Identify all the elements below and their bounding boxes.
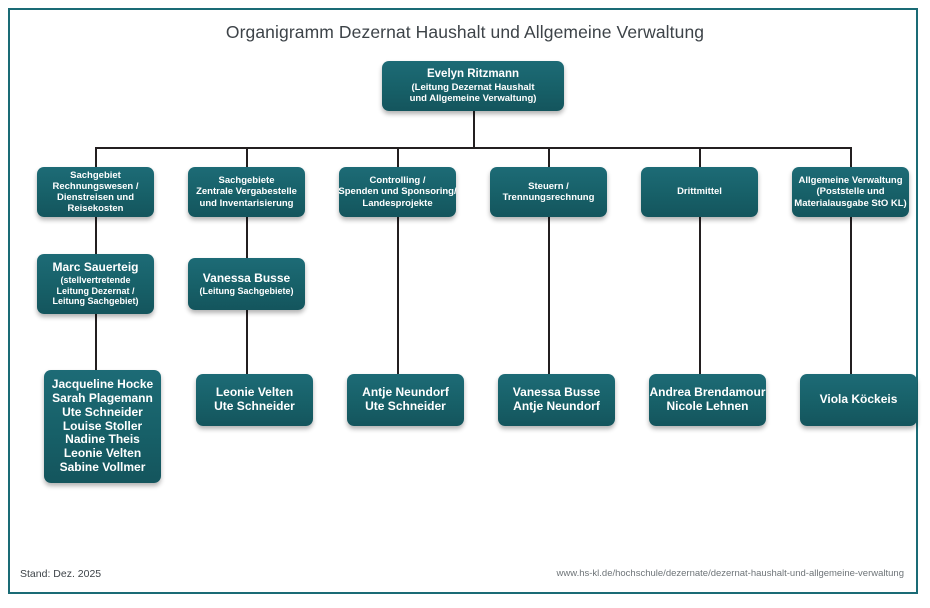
node-staff-4[interactable]: Vanessa Busse Antje Neundorf (498, 374, 615, 426)
department-4-line-1: Steuern / (528, 180, 569, 192)
node-staff-6[interactable]: Viola Köckeis (800, 374, 917, 426)
node-staff-3[interactable]: Antje Neundorf Ute Schneider (347, 374, 464, 426)
connector-col-1-lead-to-staff (95, 314, 97, 370)
node-department-4[interactable]: Steuern / Trennungsrechnung (490, 167, 607, 217)
staff-1-member-5: Nadine Theis (65, 432, 140, 447)
connector-col-2-lead-to-staff (246, 310, 248, 374)
department-1-line-2: Rechnungswesen / (52, 180, 139, 192)
footer-url-label: www.hs-kl.de/hochschule/dezernate/dezern… (556, 568, 904, 579)
staff-3-member-1: Antje Neundorf (362, 385, 449, 400)
connector-col-6-dept-to-staff (850, 217, 852, 374)
root-subtitle-line-2: und Allgemeine Verwaltung) (409, 92, 537, 104)
staff-2-member-2: Ute Schneider (214, 399, 295, 413)
organigramm-frame: Organigramm Dezernat Haushalt und Allgem… (8, 8, 918, 594)
node-staff-5[interactable]: Andrea Brendamour Nicole Lehnen (649, 374, 766, 426)
node-department-6[interactable]: Allgemeine Verwaltung (Poststelle und Ma… (792, 167, 909, 217)
staff-5-member-1: Andrea Brendamour (649, 385, 766, 400)
node-department-2[interactable]: Sachgebiete Zentrale Vergabestelle und I… (188, 167, 305, 217)
lead-1-sub-line-1: (stellvertretende (60, 275, 131, 286)
staff-6-member-1: Viola Köckeis (819, 392, 898, 407)
node-department-1[interactable]: Sachgebiet Rechnungswesen / Dienstreisen… (37, 167, 154, 217)
footer-date-label: Stand: Dez. 2025 (20, 568, 102, 580)
connector-drop-col-1 (95, 147, 97, 167)
node-department-3[interactable]: Controlling / Spenden und Sponsoring/ La… (338, 167, 457, 217)
department-2-line-3: und Inventarisierung (199, 197, 294, 209)
connector-root-stem (473, 110, 475, 148)
connector-drop-col-4 (548, 147, 550, 167)
staff-1-member-1: Jacqueline Hocke (51, 376, 154, 391)
staff-5-member-2: Nicole Lehnen (666, 399, 749, 413)
page-title: Organigramm Dezernat Haushalt und Allgem… (225, 22, 705, 42)
lead-1-sub-line-3: Leitung Sachgebiet) (52, 296, 139, 307)
connector-col-2-dept-to-lead (246, 217, 248, 258)
lead-2-name: Vanessa Busse (202, 270, 291, 285)
lead-1-name: Marc Sauerteig (52, 260, 139, 275)
department-1-line-4: Reisekosten (67, 203, 124, 215)
department-2-line-1: Sachgebiete (218, 175, 275, 187)
connector-drop-col-3 (397, 147, 399, 167)
lead-1-sub-line-2: Leitung Dezernat / (56, 285, 135, 296)
department-1-line-3: Dienstreisen und (56, 192, 135, 203)
department-3-line-3: Landesprojekte (362, 197, 433, 209)
lead-2-sub-line-1: (Leitung Sachgebiete) (199, 285, 294, 296)
connector-col-1-dept-to-lead (95, 217, 97, 254)
department-3-line-2: Spenden und Sponsoring/ (338, 186, 457, 198)
connector-drop-col-6 (850, 147, 852, 167)
staff-4-member-1: Vanessa Busse (512, 385, 601, 400)
staff-4-member-2: Antje Neundorf (513, 399, 600, 413)
staff-1-member-7: Sabine Vollmer (59, 460, 146, 475)
connector-col-3-dept-to-staff (397, 217, 399, 374)
staff-1-member-3: Ute Schneider (62, 404, 143, 419)
department-6-line-1: Allgemeine Verwaltung (798, 175, 903, 187)
root-subtitle-line-1: (Leitung Dezernat Haushalt (411, 81, 535, 93)
staff-2-member-1: Leonie Velten (215, 385, 294, 400)
department-3-line-1: Controlling / (369, 175, 426, 187)
department-4-line-2: Trennungsrechnung (502, 192, 595, 203)
connector-horizontal-bar (95, 147, 850, 149)
connector-col-4-dept-to-staff (548, 217, 550, 374)
department-2-line-2: Zentrale Vergabestelle (196, 186, 297, 198)
staff-3-member-2: Ute Schneider (365, 399, 446, 413)
staff-1-member-6: Leonie Velten (63, 446, 142, 461)
node-lead-1[interactable]: Marc Sauerteig (stellvertretende Leitung… (37, 254, 154, 314)
connector-drop-col-2 (246, 147, 248, 167)
staff-1-member-2: Sarah Plagemann (52, 390, 153, 405)
department-1-line-1: Sachgebiet (70, 169, 121, 181)
node-department-5[interactable]: Drittmittel (641, 167, 758, 217)
department-6-line-2: (Poststelle und (816, 186, 885, 198)
connector-col-5-dept-to-staff (699, 217, 701, 374)
node-staff-2[interactable]: Leonie Velten Ute Schneider (196, 374, 313, 426)
node-root-leadership[interactable]: Evelyn Ritzmann (Leitung Dezernat Hausha… (382, 61, 564, 111)
node-staff-1[interactable]: Jacqueline Hocke Sarah Plagemann Ute Sch… (44, 370, 161, 483)
connector-drop-col-5 (699, 147, 701, 167)
staff-1-member-4: Louise Stoller (62, 418, 143, 433)
department-5-line-1: Drittmittel (677, 186, 722, 198)
department-6-line-3: Materialausgabe StO KL) (794, 197, 907, 209)
node-lead-2[interactable]: Vanessa Busse (Leitung Sachgebiete) (188, 258, 305, 310)
root-name: Evelyn Ritzmann (426, 68, 520, 81)
